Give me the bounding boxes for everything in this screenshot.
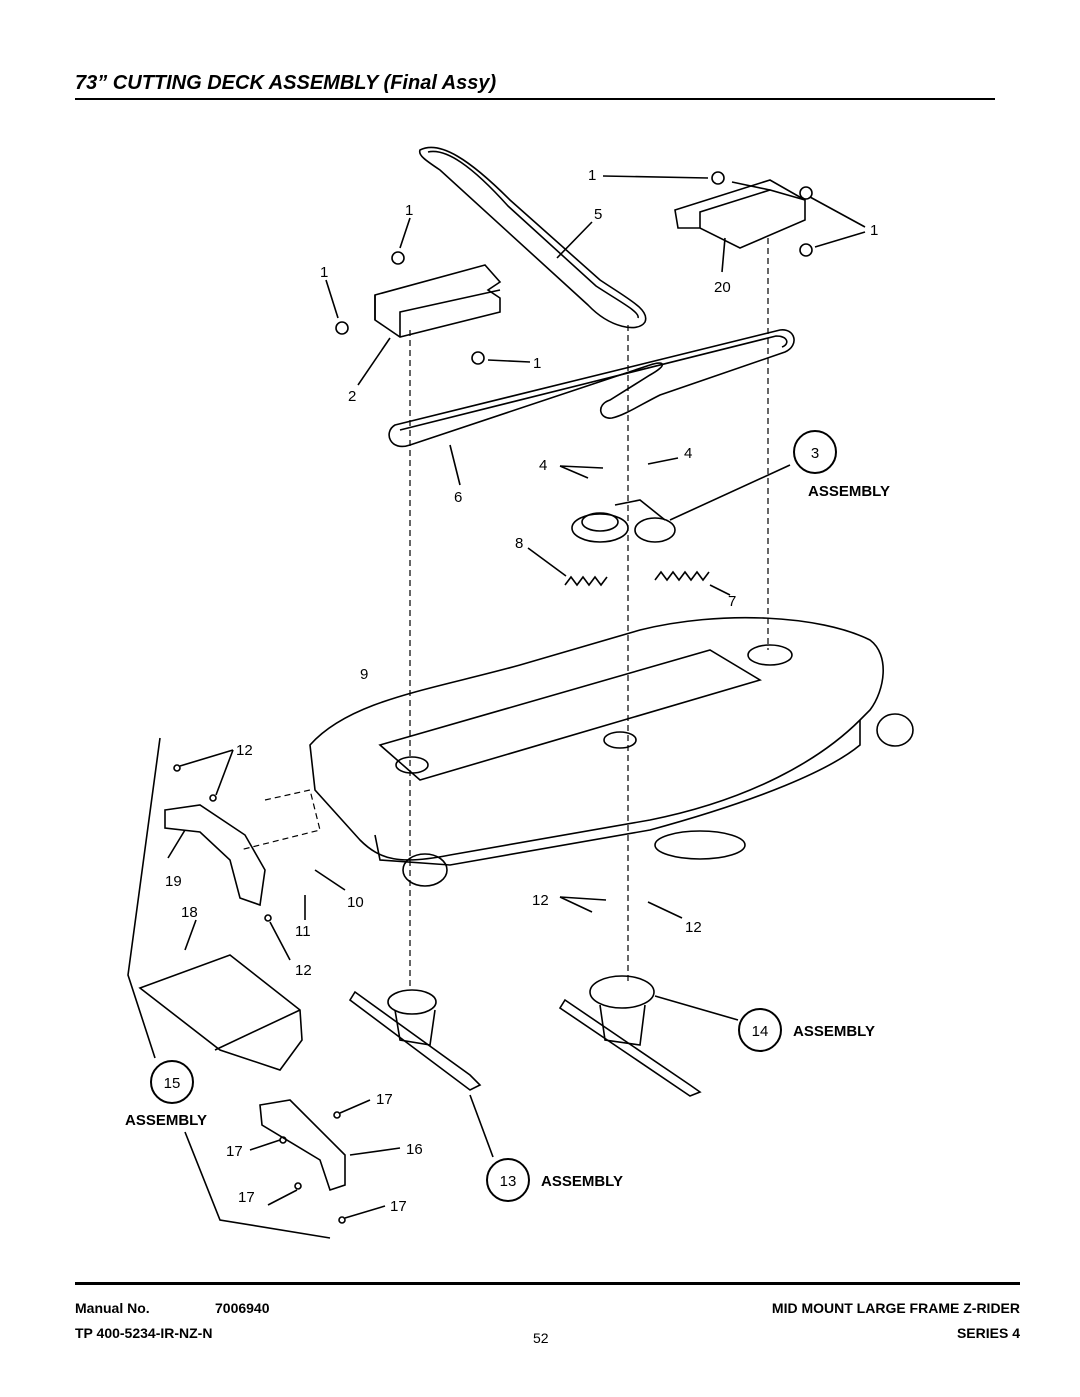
callout-17: 17 bbox=[376, 1091, 393, 1108]
caster-wheel-right bbox=[876, 713, 914, 747]
callout-12: 12 bbox=[685, 919, 702, 936]
callout-2: 2 bbox=[348, 388, 356, 405]
idler-pulley-left bbox=[571, 513, 629, 543]
callout-1: 1 bbox=[405, 202, 413, 219]
assembly-14-callout: 14 ASSEMBLY bbox=[738, 1008, 875, 1052]
footer-rule bbox=[75, 1282, 1020, 1285]
callout-1: 1 bbox=[870, 222, 878, 239]
svg-text:ASSEMBLY: ASSEMBLY bbox=[808, 483, 890, 500]
exploded-parts-diagram: 1 1 1 1 1 2 5 20 6 4 4 8 7 9 12 19 18 10… bbox=[125, 146, 914, 1239]
callout-20: 20 bbox=[714, 279, 731, 296]
assembly-13-callout: 13 ASSEMBLY bbox=[486, 1158, 623, 1202]
svg-text:14: 14 bbox=[752, 1023, 769, 1040]
callout-19: 19 bbox=[165, 873, 182, 890]
caster-wheel-left bbox=[402, 853, 448, 887]
belt-cover-20 bbox=[674, 179, 806, 249]
callout-10: 10 bbox=[347, 894, 364, 911]
spindle-14 bbox=[589, 975, 655, 1009]
page-title: 73” CUTTING DECK ASSEMBLY (Final Assy) bbox=[75, 72, 497, 94]
callout-8: 8 bbox=[515, 535, 523, 552]
callout-6: 6 bbox=[454, 489, 462, 506]
deck-pulley-right bbox=[747, 644, 793, 666]
belt-5 bbox=[418, 146, 647, 329]
callout-18: 18 bbox=[181, 904, 198, 921]
svg-text:3: 3 bbox=[811, 445, 819, 462]
title-rule bbox=[75, 98, 995, 100]
blade-14 bbox=[558, 998, 702, 1097]
blade-13 bbox=[348, 990, 482, 1091]
spindle-13 bbox=[387, 989, 437, 1015]
callout-17: 17 bbox=[390, 1198, 407, 1215]
assembly-15-callout: 15 ASSEMBLY bbox=[125, 1060, 207, 1129]
svg-text:ASSEMBLY: ASSEMBLY bbox=[125, 1112, 207, 1129]
cutting-deck bbox=[309, 616, 884, 861]
callout-11: 11 bbox=[295, 923, 311, 940]
callout-16: 16 bbox=[406, 1141, 423, 1158]
bracket-16 bbox=[259, 1099, 346, 1192]
tp-number: TP 400-5234-IR-NZ-N bbox=[75, 1325, 213, 1341]
callout-7: 7 bbox=[728, 593, 736, 610]
callout-17: 17 bbox=[226, 1143, 243, 1160]
belt-cover-2 bbox=[374, 264, 502, 338]
series: SERIES 4 bbox=[956, 1325, 1020, 1341]
callout-1: 1 bbox=[533, 355, 541, 372]
svg-text:ASSEMBLY: ASSEMBLY bbox=[793, 1023, 875, 1040]
callout-9: 9 bbox=[360, 666, 368, 683]
callout-12: 12 bbox=[236, 742, 253, 759]
callout-4: 4 bbox=[539, 457, 547, 474]
callout-1: 1 bbox=[588, 167, 596, 184]
callout-4: 4 bbox=[684, 445, 692, 462]
svg-text:13: 13 bbox=[500, 1173, 517, 1190]
bracket-19 bbox=[164, 804, 266, 907]
manual-label: Manual No. bbox=[75, 1300, 150, 1316]
callout-12: 12 bbox=[532, 892, 549, 909]
callout-5: 5 bbox=[594, 206, 602, 223]
callout-12: 12 bbox=[295, 962, 312, 979]
svg-text:15: 15 bbox=[164, 1075, 181, 1092]
spring-8 bbox=[564, 575, 608, 587]
callout-17: 17 bbox=[238, 1189, 255, 1206]
discharge-chute-18 bbox=[138, 954, 303, 1071]
idler-pulley-right bbox=[634, 517, 676, 543]
page-number: 52 bbox=[533, 1330, 549, 1346]
assembly-3-callout: 3 ASSEMBLY bbox=[793, 430, 890, 500]
callout-1: 1 bbox=[320, 264, 328, 281]
svg-text:ASSEMBLY: ASSEMBLY bbox=[541, 1173, 623, 1190]
product-name: MID MOUNT LARGE FRAME Z-RIDER bbox=[771, 1300, 1020, 1316]
spring-7 bbox=[654, 570, 710, 582]
manual-number: 7006940 bbox=[215, 1300, 270, 1316]
